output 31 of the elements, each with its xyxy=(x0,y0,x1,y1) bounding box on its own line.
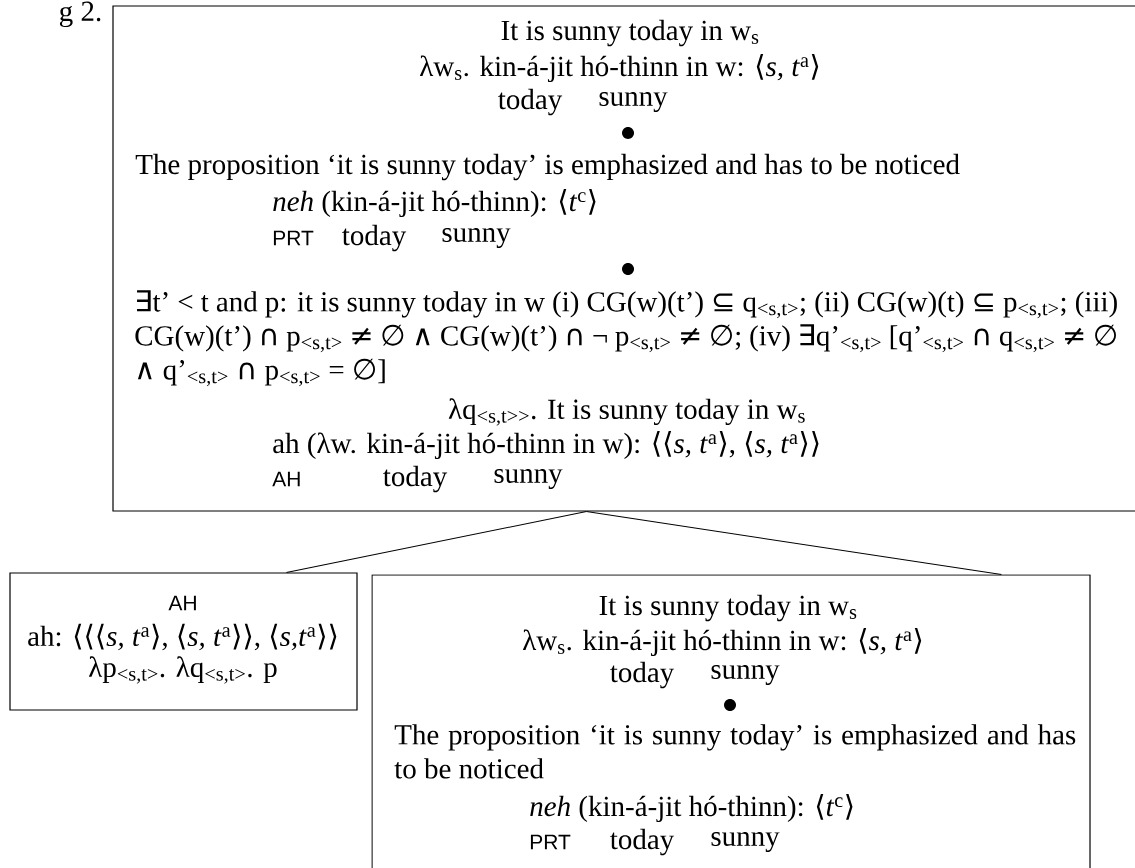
gloss-abbreviation: PRT xyxy=(273,230,314,246)
text-line: sunny xyxy=(442,228,511,248)
text-line: ah (λw. kin-á-jit hó-thinn in w): ⟨⟨s, t$^{a}$⟩, ⟨s, t$^{a}$⟩⟩ xyxy=(273,430,819,460)
gloss-abbreviation: PRT xyxy=(530,834,571,850)
text-line: today xyxy=(610,828,675,856)
text-line: λw$_{s}$. kin-á-jit hó-thinn in w: ⟨s, t$^{a}$⟩ xyxy=(420,53,819,83)
text-box xyxy=(9,572,358,711)
text-box xyxy=(371,574,1091,868)
text-line: λp$_{<s,t>}$. λq$_{<s,t>}$. p xyxy=(89,656,277,684)
text-line: sunny xyxy=(599,92,668,112)
text-line: sunny xyxy=(711,665,780,685)
text-line: neh (kin-á-jit hó-thinn): ⟨t$^{c}$⟩ xyxy=(530,793,853,823)
text-box xyxy=(112,5,1135,512)
text-line: neh (kin-á-jit hó-thinn): ⟨t$^{c}$⟩ xyxy=(273,188,596,218)
text-line: today xyxy=(498,88,563,116)
text-line: today xyxy=(383,465,448,493)
gloss-abbreviation: AH xyxy=(168,595,196,611)
text-line: λw$_{s}$. kin-á-jit hó-thinn in w: ⟨s, t$^{a}$⟩ xyxy=(523,627,922,657)
node-label: g 2. xyxy=(59,1,101,28)
text-line: The proposition ‘it is sunny today’ is emphasized and has to be noticed xyxy=(135,153,960,181)
text-line: today xyxy=(342,224,407,252)
text-line: sunny xyxy=(711,832,780,852)
text-line: ah: ⟨⟨⟨s, t$^{a}$⟩, ⟨s, t$^{a}$⟩⟩, ⟨s,t$^{a}$⟩⟩ xyxy=(28,623,337,651)
gloss-abbreviation: AH xyxy=(272,471,300,487)
text-line: It is sunny today in w$_{s}$ xyxy=(599,594,857,622)
text-line: today xyxy=(610,661,675,689)
text-line: sunny xyxy=(494,469,563,489)
tree-line xyxy=(585,511,1002,575)
text-line: It is sunny today in w$_{s}$ xyxy=(501,19,759,47)
text-line: λq$_{<s,t>>}$. It is sunny today in w$_{s}$ xyxy=(448,398,805,426)
tree-line xyxy=(285,511,587,573)
